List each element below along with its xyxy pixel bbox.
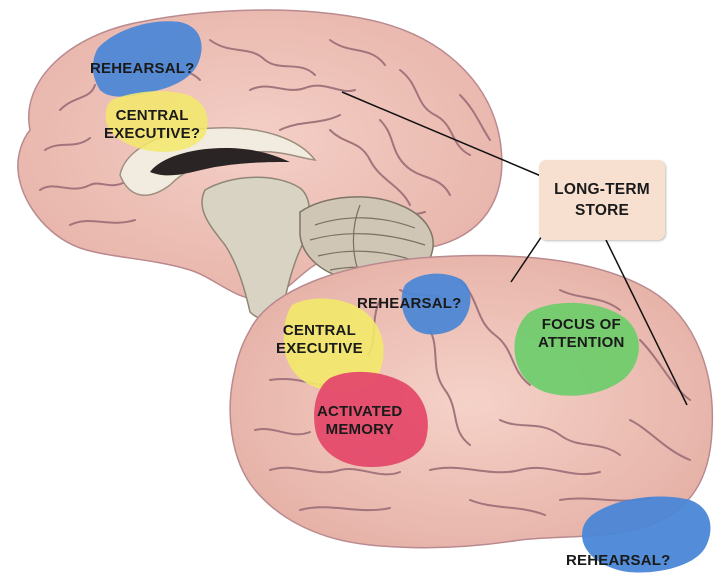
- label-central-executive-bottom-line1: CENTRAL: [276, 322, 363, 340]
- label-activated-memory-line2: MEMORY: [317, 421, 402, 439]
- label-rehearsal-top-text: REHEARSAL?: [90, 60, 195, 78]
- long-term-store-box: LONG-TERM STORE: [539, 160, 665, 240]
- label-long-term-store: LONG-TERM STORE: [554, 179, 650, 221]
- label-activated-memory: ACTIVATED MEMORY: [317, 403, 402, 439]
- label-rehearsal-bottom-text: REHEARSAL?: [566, 552, 671, 570]
- label-rehearsal-bottom: REHEARSAL?: [566, 552, 671, 570]
- label-central-executive-top-line1: CENTRAL: [104, 107, 200, 125]
- label-rehearsal-top: REHEARSAL?: [90, 60, 195, 78]
- label-central-executive-bottom: CENTRAL EXECUTIVE: [276, 322, 363, 358]
- label-central-executive-top-line2: EXECUTIVE?: [104, 125, 200, 143]
- label-activated-memory-line1: ACTIVATED: [317, 403, 402, 421]
- label-central-executive-top: CENTRAL EXECUTIVE?: [104, 107, 200, 143]
- label-focus-of-attention: FOCUS OF ATTENTION: [538, 316, 625, 352]
- label-rehearsal-mid-text: REHEARSAL?: [357, 295, 462, 313]
- label-rehearsal-mid: REHEARSAL?: [357, 295, 462, 313]
- label-focus-of-attention-line2: ATTENTION: [538, 334, 625, 352]
- label-long-term-store-line1: LONG-TERM: [554, 179, 650, 200]
- label-long-term-store-line2: STORE: [554, 200, 650, 221]
- label-central-executive-bottom-line2: EXECUTIVE: [276, 340, 363, 358]
- label-focus-of-attention-line1: FOCUS OF: [538, 316, 625, 334]
- lateral-brain: [230, 256, 712, 573]
